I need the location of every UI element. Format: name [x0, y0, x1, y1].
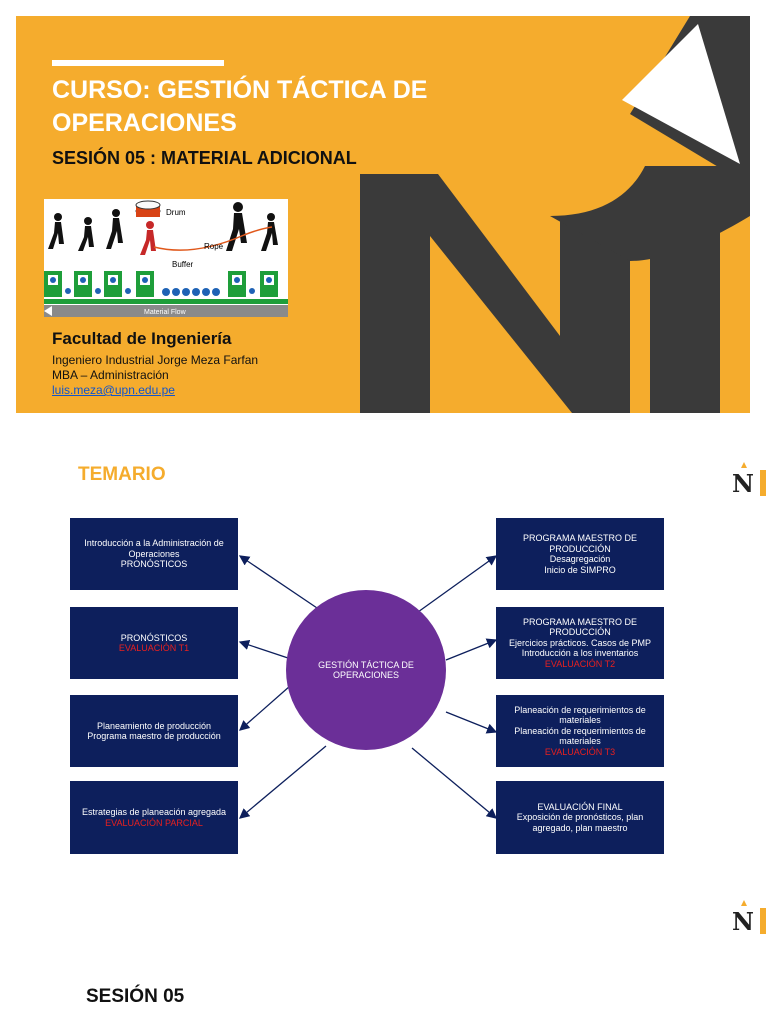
topic-line: PRONÓSTICOS — [120, 632, 188, 643]
topic-box-left-1: Introducción a la Administración de Oper… — [70, 518, 238, 590]
topic-box-right-4: EVALUACIÓN FINAL Exposición de pronóstic… — [496, 781, 664, 854]
workstations — [44, 271, 278, 297]
evaluation-label: EVALUACIÓN PARCIAL — [105, 817, 203, 828]
topic-line: PROGRAMA MAESTRO DE PRODUCCIÓN — [522, 533, 638, 554]
central-topic-label: GESTIÓN TÁCTICA DE OPERACIONES — [318, 659, 414, 681]
topic-line: Exposición de pronósticos, plan agregado… — [516, 812, 644, 833]
drum-icon — [135, 200, 161, 217]
topic-line: Introducción a la Administración de Oper… — [84, 538, 224, 559]
topic-box-right-3: Planeación de requerimientos de material… — [496, 695, 664, 767]
title-slide: CURSO: GESTIÓN TÁCTICA DE OPERACIONES SE… — [16, 16, 750, 413]
topic-line: Programa maestro de producción — [87, 731, 221, 741]
topic-line: Planeación de requerimientos de material… — [514, 725, 646, 747]
topic-line: Introducción a los inventarios — [521, 648, 639, 659]
topic-line: Inicio de SIMPRO — [544, 564, 616, 575]
drum-label: Drum — [166, 208, 186, 217]
drummer — [140, 221, 156, 255]
topic-box-left-2: PRONÓSTICOS EVALUACIÓN T1 — [70, 607, 238, 679]
topic-line: EVALUACIÓN FINAL — [537, 801, 623, 812]
topic-box-right-1: PROGRAMA MAESTRO DE PRODUCCIÓN Desagrega… — [496, 518, 664, 590]
drum-buffer-rope-illustration: Drum Rope Buffer Material Flow — [44, 199, 288, 317]
topic-line: Planeamiento de producción — [96, 720, 212, 731]
topic-line: Estrategias de planeación agregada — [81, 807, 227, 817]
topic-line: Planeación de requerimientos de material… — [514, 704, 646, 726]
faculty-name: Facultad de Ingeniería — [52, 329, 232, 348]
evaluation-label: EVALUACIÓN T3 — [544, 746, 616, 757]
upn-logo-graphic — [360, 16, 750, 413]
material-flow-label: Material Flow — [144, 309, 187, 316]
topic-box-left-3: Planeamiento de producción Programa maes… — [70, 695, 238, 767]
evaluation-label: EVALUACIÓN T2 — [544, 658, 616, 669]
topic-box-left-4: Estrategias de planeación agregada EVALU… — [70, 781, 238, 854]
upn-logo-icon: N — [732, 900, 766, 936]
upn-logo-icon: N — [732, 462, 766, 498]
rope-label: Rope — [204, 242, 224, 251]
title-accent-bar — [52, 60, 224, 66]
temario-title: TEMARIO — [78, 464, 166, 485]
svg-text:N: N — [732, 469, 754, 498]
topic-line: Desagregación — [549, 554, 611, 564]
svg-text:N: N — [732, 907, 754, 936]
topic-line: PRONÓSTICOS — [120, 559, 188, 570]
instructor-name: Ingeniero Industrial Jorge Meza Farfan — [52, 353, 259, 367]
topic-line: Ejercicios prácticos. Casos de PMP — [508, 637, 652, 648]
buffer-label: Buffer — [172, 260, 194, 269]
session-title: SESIÓN 05 — [86, 986, 185, 1007]
central-topic-circle: GESTIÓN TÁCTICA DE OPERACIONES — [286, 590, 446, 750]
buffer-inventory — [162, 288, 220, 296]
topic-box-right-2: PROGRAMA MAESTRO DE PRODUCCIÓN Ejercicio… — [496, 607, 664, 679]
evaluation-label: EVALUACIÓN T1 — [118, 643, 190, 653]
session-subtitle: SESIÓN 05 : MATERIAL ADICIONAL — [52, 148, 357, 168]
instructor-email-link[interactable]: luis.meza@upn.edu.pe — [52, 383, 175, 397]
walkers — [48, 202, 278, 251]
topic-line: PROGRAMA MAESTRO DE PRODUCCIÓN — [522, 616, 638, 638]
course-title: CURSO: GESTIÓN TÁCTICA DE OPERACIONES — [52, 76, 428, 137]
instructor-degree: MBA – Administración — [52, 368, 169, 382]
